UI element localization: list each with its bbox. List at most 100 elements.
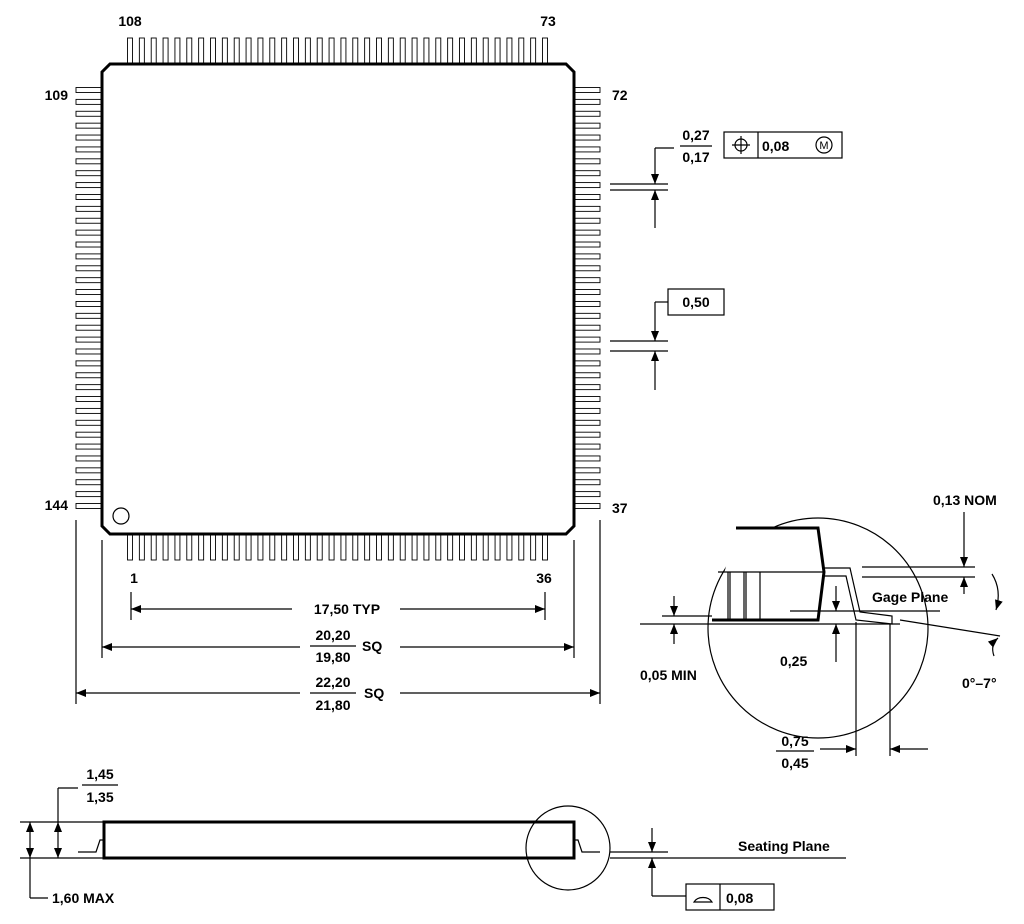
lead — [75, 229, 105, 236]
lead — [233, 37, 240, 67]
lead — [571, 205, 601, 212]
lead — [571, 194, 601, 200]
pitch-dimension: 0,50 — [610, 288, 725, 390]
lead — [364, 531, 371, 561]
overall-width-suffix: SQ — [364, 685, 384, 701]
lead — [293, 37, 299, 67]
coplanarity-icon — [692, 896, 714, 903]
side-package-body — [102, 820, 576, 860]
top-lead-row — [127, 37, 548, 67]
lead — [257, 37, 264, 67]
side-view: Seating Plane 0,08 1,60 MAX 1,45 1,35 — [20, 766, 846, 911]
lead — [571, 289, 601, 296]
lead — [162, 531, 169, 561]
pin-label-36: 36 — [536, 570, 552, 586]
lead — [364, 37, 371, 67]
lead — [571, 431, 601, 438]
lead — [75, 194, 105, 200]
pin-label-144: 144 — [45, 497, 69, 513]
lead — [571, 229, 601, 236]
lead — [75, 396, 105, 402]
lead — [571, 360, 601, 367]
lead — [174, 531, 181, 561]
lead-angle-value: 0°–7° — [962, 675, 997, 691]
lead — [482, 531, 489, 561]
lead — [571, 407, 601, 414]
lead — [530, 531, 537, 561]
lead — [245, 37, 252, 67]
pin-label-37: 37 — [612, 500, 628, 516]
pitch-value: 0,50 — [682, 294, 709, 310]
gull-wing-lead — [822, 567, 893, 625]
lead — [571, 110, 601, 117]
package-body — [100, 62, 576, 536]
lead — [571, 336, 601, 343]
horizontal-dimensions: 17,50 TYP 20,20 19,80 SQ 22,20 21,80 SQ — [75, 520, 601, 713]
lead — [571, 87, 601, 93]
lead — [459, 37, 465, 67]
lead — [304, 37, 311, 67]
top-view: 108 73 109 72 144 37 1 36 — [45, 13, 628, 586]
lead — [542, 37, 548, 67]
foot-length-max: 0,75 — [781, 733, 808, 749]
lead — [494, 37, 501, 67]
lead — [75, 253, 105, 260]
lead-width-min: 0,17 — [682, 149, 709, 165]
lead — [75, 336, 105, 343]
lead — [571, 467, 601, 474]
lead — [571, 122, 601, 129]
lead — [304, 531, 311, 561]
lead — [138, 37, 145, 67]
lead — [494, 531, 501, 561]
body-height-max: 1,45 — [86, 766, 113, 782]
foot-length-min: 0,45 — [781, 755, 808, 771]
lead — [75, 479, 105, 486]
lead — [571, 491, 601, 498]
lead — [571, 170, 601, 177]
lead — [75, 134, 105, 141]
lead — [75, 110, 105, 117]
lead-detail-view: 0,13 NOM Gage Plane 0,25 0,05 MIN 0°–7° … — [640, 492, 1003, 771]
overall-height-value: 1,60 MAX — [52, 890, 115, 906]
lead — [75, 122, 105, 129]
lead — [221, 531, 228, 561]
lead — [399, 531, 406, 561]
position-tolerance-icon — [732, 136, 750, 154]
lead — [571, 241, 601, 248]
lead — [571, 277, 601, 284]
lead — [571, 146, 601, 153]
lead — [387, 37, 394, 67]
lead — [186, 37, 193, 67]
overall-width-max: 22,20 — [315, 674, 350, 690]
lead — [75, 217, 105, 224]
lead — [75, 431, 105, 438]
lead — [435, 531, 442, 561]
right-lead-row — [571, 87, 601, 509]
lead — [75, 419, 105, 426]
lead — [75, 372, 105, 379]
lead — [75, 277, 105, 284]
lead — [75, 265, 105, 272]
body-width-max: 20,20 — [315, 627, 350, 643]
lead — [411, 531, 418, 561]
lead — [75, 324, 105, 331]
lead — [423, 37, 430, 67]
body-width-suffix: SQ — [362, 638, 382, 654]
pin-label-72: 72 — [612, 87, 628, 103]
lead — [423, 531, 430, 561]
coplanarity-value: 0,08 — [726, 890, 753, 906]
lead — [340, 37, 347, 67]
lead — [138, 531, 145, 561]
gage-height-value: 0,25 — [780, 653, 807, 669]
lead — [221, 37, 228, 67]
pin-label-108: 108 — [118, 13, 142, 29]
lead — [75, 407, 105, 414]
bottom-lead-row — [127, 531, 548, 561]
lead — [571, 455, 601, 462]
lead — [75, 158, 105, 165]
lead — [269, 37, 276, 67]
lead — [571, 182, 601, 189]
lead — [75, 98, 105, 105]
lead — [75, 312, 105, 319]
lead — [75, 170, 105, 177]
